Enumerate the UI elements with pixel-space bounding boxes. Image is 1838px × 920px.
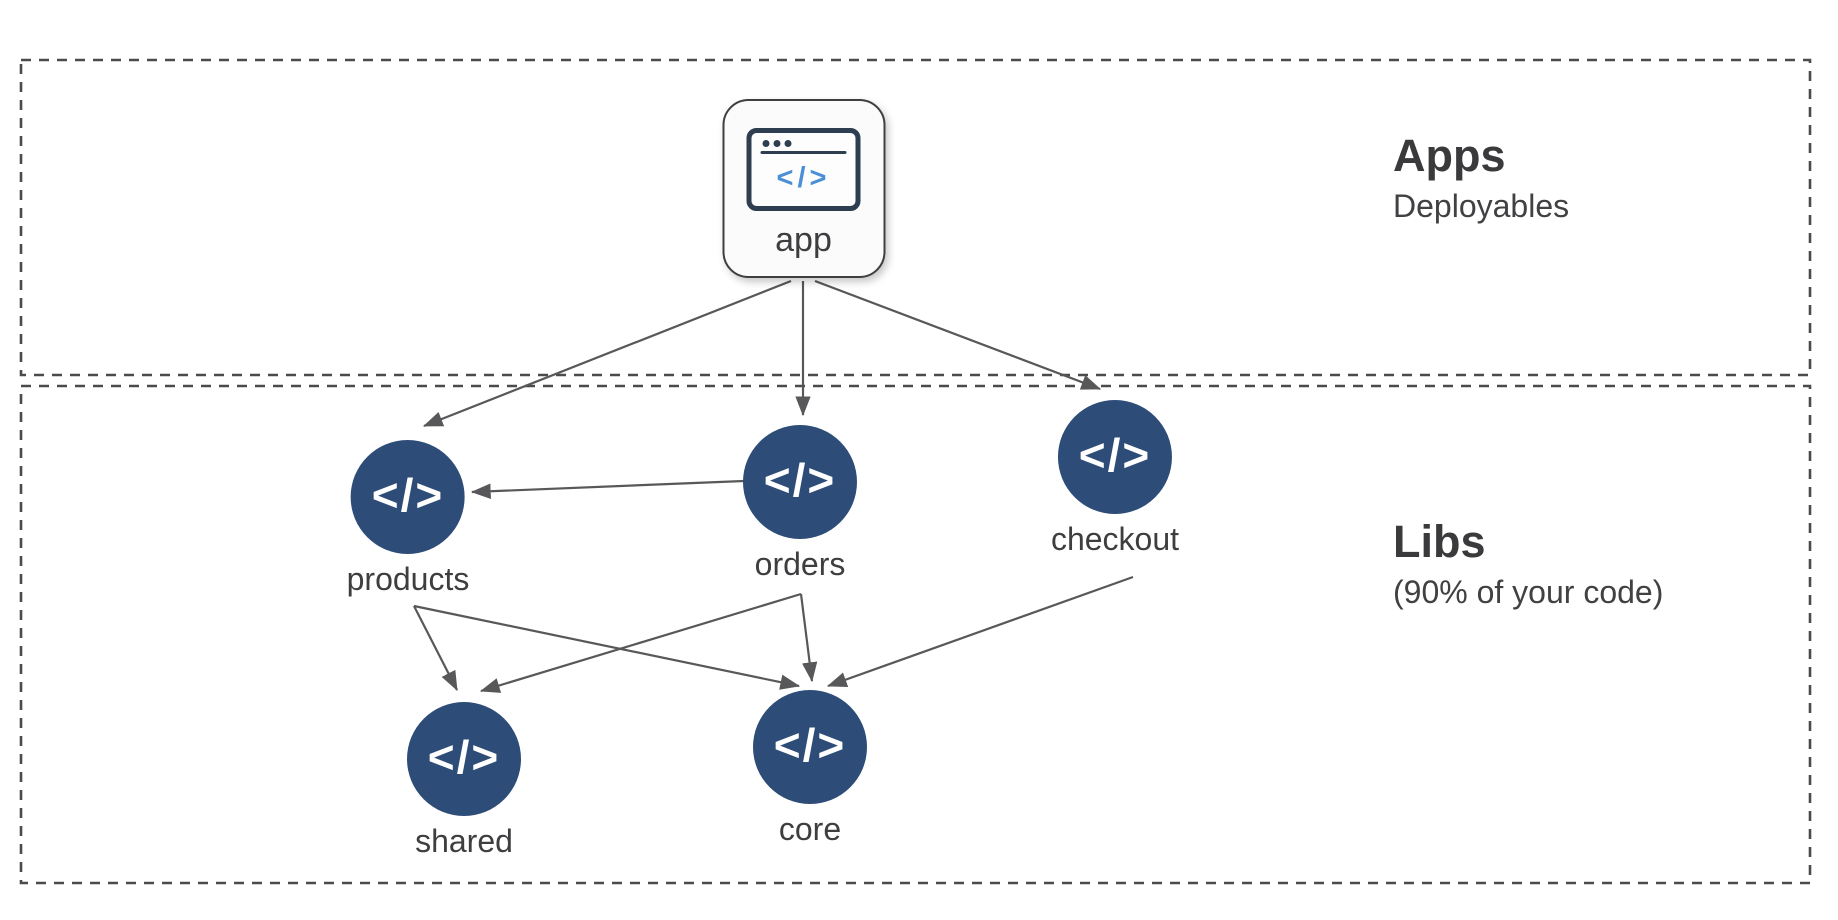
node-label-products: products [346,561,470,597]
code-circle-icon: </> [407,702,521,816]
browser-dot-icon [784,140,792,147]
code-icon: </> [763,454,837,506]
apps-section-label: Apps Deployables [1393,131,1569,224]
node-label-app: app [775,221,832,259]
libs-section-title: Libs [1393,516,1486,567]
node-app: </> app [722,99,885,278]
node-label-checkout: checkout [1050,521,1180,557]
node-core: </> core [753,690,867,848]
browser-chrome [752,133,856,154]
browser-window-icon: </> [746,128,861,211]
libs-section-label: Libs (90% of your code) [1393,517,1663,610]
code-circle-icon: </> [743,425,857,539]
code-icon: </> [773,719,847,771]
browser-dot-icon [773,140,781,147]
apps-section-subtitle: Deployables [1393,187,1570,224]
node-shared: </> shared [407,702,521,860]
node-label-core: core [778,811,842,847]
code-circle-icon: </> [753,690,867,804]
node-label-shared: shared [415,823,513,859]
code-circle-icon: </> [1057,400,1172,514]
browser-dot-icon [762,140,770,147]
code-icon: </> [371,469,445,521]
node-checkout: </> checkout [1051,400,1179,558]
libs-section-subtitle: (90% of your code) [1393,573,1664,610]
node-label-orders: orders [754,546,846,582]
code-icon: </> [427,731,501,783]
browser-dots-icon [762,140,847,147]
node-orders: </> orders [743,425,857,583]
apps-section-title: Apps [1393,130,1506,181]
code-icon: </> [776,161,831,194]
code-icon: </> [1078,429,1152,481]
code-circle-icon: </> [350,440,465,554]
node-products: </> products [346,440,470,598]
browser-divider [760,151,847,154]
